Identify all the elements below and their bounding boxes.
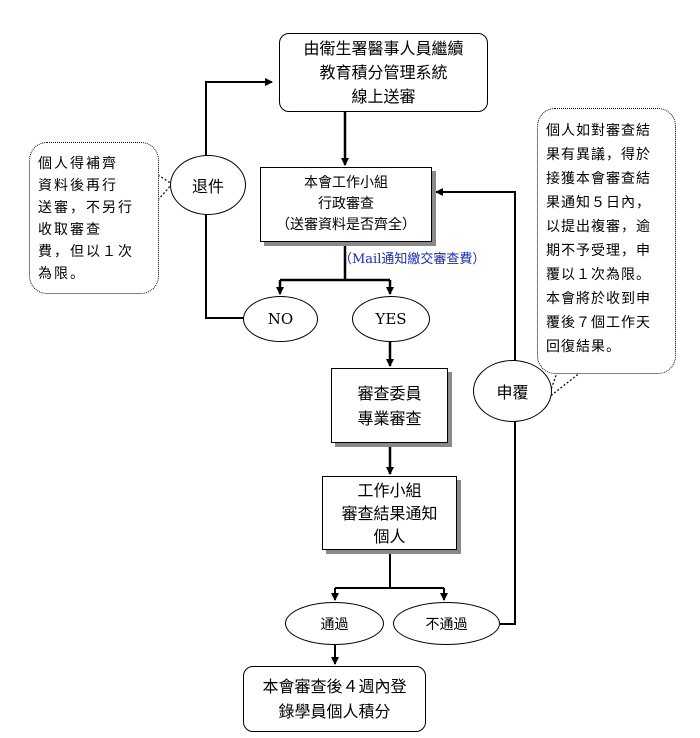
expert-review-node: 審查委員 專業審查	[331, 368, 448, 443]
pass-decision: 通過	[285, 602, 384, 645]
right-callout: 個人如對審查結 果有異議，得於 接獲本會審查結 果通知５日內， 以提出複審，逾 …	[537, 108, 676, 374]
start-node: 由衛生署醫事人員繼續 教育積分管理系統 線上送審	[279, 33, 488, 112]
mail-notice: （Mail通知繳交審查費）	[339, 252, 486, 267]
yes-decision: YES	[352, 296, 430, 342]
notify-node: 工作小組 審查結果通知 個人	[322, 476, 457, 550]
left-callout: 個人得補齊 資料後再行 送審，不另行 收取審查 費，但以１次 為限。	[29, 142, 159, 294]
no-decision: NO	[243, 296, 318, 342]
register-node: 本會審查後４週內登 錄學員個人積分	[243, 666, 426, 732]
admin-review-node: 本會工作小組 行政審查 （送審資料是否齊全）	[260, 167, 432, 242]
appeal-decision: 申覆	[473, 360, 552, 422]
return-decision: 退件	[170, 155, 246, 215]
fail-decision: 不通過	[393, 602, 500, 645]
